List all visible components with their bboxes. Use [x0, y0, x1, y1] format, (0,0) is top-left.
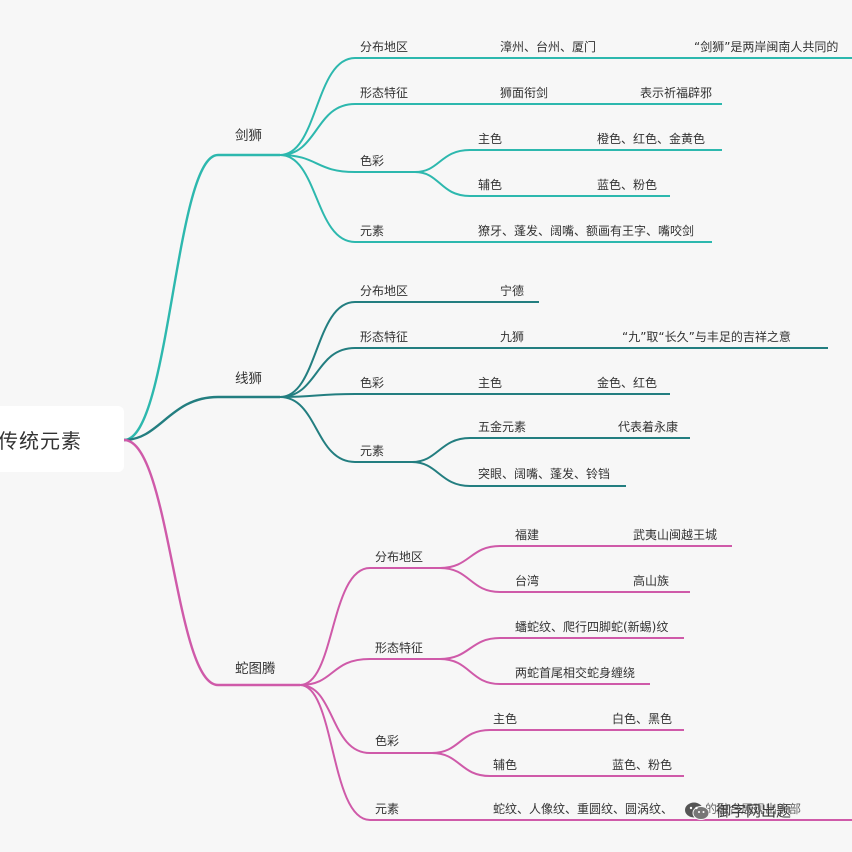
connector-she-color-main: [431, 729, 684, 754]
she-elem-value: 蛇纹、人像纹、重圆纹、圆涡纹、: [493, 802, 674, 816]
she-color-aux-label: 辅色: [493, 758, 518, 772]
jian-dist-label: 分布地区: [360, 40, 409, 54]
xian-elem-note-1: 代表着永康: [618, 420, 679, 434]
xian-color-main-value: 金色、红色: [597, 376, 658, 390]
jian-elem-value: 獠牙、蓬发、阔嘴、额画有王字、嘴咬剑: [478, 224, 695, 238]
connector-xian-color: [279, 393, 670, 398]
she-color-main-value: 白色、黑色: [612, 712, 673, 726]
watermark-text: 御字网出题: [716, 802, 792, 820]
jian-color-main-label: 主色: [478, 132, 503, 146]
connector-she-elem: [299, 684, 852, 821]
she-form-label: 形态特征: [375, 641, 424, 655]
xian-elem-value-1: 五金元素: [478, 420, 527, 434]
she-color-aux-value: 蓝色、粉色: [612, 758, 673, 772]
jian-color-aux-label: 辅色: [478, 178, 503, 192]
xian-dist-value: 宁德: [500, 284, 525, 298]
she-dist-note-1: 武夷山闽越王城: [633, 528, 718, 542]
she-dist-label: 分布地区: [375, 550, 424, 564]
connector-she-dist: [299, 567, 440, 686]
she-elem-overlay-text: 的融合展现出头部: [705, 802, 802, 816]
she-color-main-label: 主色: [493, 712, 518, 726]
wechat-icon: [685, 802, 710, 820]
root-node: 传统元素: [0, 406, 124, 472]
branch-xianshi: 线狮: [235, 371, 262, 387]
she-elem-label: 元素: [375, 802, 400, 816]
jian-elem-label: 元素: [360, 224, 385, 238]
connector-jian-form: [279, 103, 722, 156]
jian-color-main-value: 橙色、红色、金黄色: [597, 132, 706, 146]
jian-form-label: 形态特征: [360, 86, 409, 100]
connector-xian-elem: [279, 396, 412, 463]
connector-xian-elem-2: [411, 461, 626, 487]
connector-jian-color: [279, 154, 415, 173]
connector-root-jianshi: [123, 153, 280, 442]
connector-jian-dist: [279, 57, 852, 156]
branch-shetuteng: 蛇图腾: [235, 661, 276, 677]
jian-form-note: 表示祈福辟邪: [640, 86, 713, 100]
she-dist-value-1: 福建: [515, 528, 540, 542]
jian-dist-value: 漳州、台州、厦门: [500, 40, 597, 54]
connector-xian-dist: [279, 301, 539, 398]
she-dist-note-2: 高山族: [633, 574, 670, 588]
connector-jian-color-main: [414, 149, 722, 173]
xian-form-value: 九狮: [500, 330, 525, 344]
watermark: 御字网出题: [684, 800, 791, 821]
connector-root-xianshi: [123, 395, 280, 442]
she-form-value-2: 两蛇首尾相交蛇身缠绕: [515, 666, 636, 680]
connector-xian-elem-1: [411, 437, 690, 463]
xian-form-label: 形态特征: [360, 330, 409, 344]
connector-she-color-aux: [431, 752, 684, 777]
connector-she-dist-1: [439, 545, 732, 569]
xian-color-label: 色彩: [360, 376, 385, 390]
connector-she-dist-2: [439, 567, 690, 593]
she-color-label: 色彩: [375, 734, 400, 748]
connector-she-color: [299, 684, 432, 754]
connector-she-form: [299, 658, 440, 686]
jian-color-aux-value: 蓝色、粉色: [597, 178, 658, 192]
xian-dist-label: 分布地区: [360, 284, 409, 298]
jian-color-label: 色彩: [360, 154, 385, 168]
jian-dist-note: “剑狮”是两岸闽南人共同的: [694, 40, 839, 54]
she-form-value-1: 蟠蛇纹、爬行四脚蛇(新蜴)纹: [515, 620, 669, 634]
xian-color-main-label: 主色: [478, 376, 503, 390]
connector-xian-form: [279, 347, 828, 398]
jian-form-value: 狮面衔剑: [500, 86, 549, 100]
she-dist-value-2: 台湾: [515, 574, 540, 588]
connector-root-shetuteng: [123, 438, 300, 687]
connector-she-form-1: [439, 637, 684, 660]
connector-jian-elem: [279, 154, 712, 243]
root-title: 传统元素: [0, 428, 82, 453]
connector-jian-color-aux: [414, 171, 670, 197]
xian-elem-label: 元素: [360, 444, 385, 458]
xian-form-note: “九”取“长久”与丰足的吉祥之意: [622, 330, 791, 344]
xian-elem-value-2: 突眼、阔嘴、蓬发、铃铛: [478, 467, 611, 481]
connector-she-form-2: [439, 658, 650, 685]
branch-jianshi: 剑狮: [235, 128, 262, 144]
